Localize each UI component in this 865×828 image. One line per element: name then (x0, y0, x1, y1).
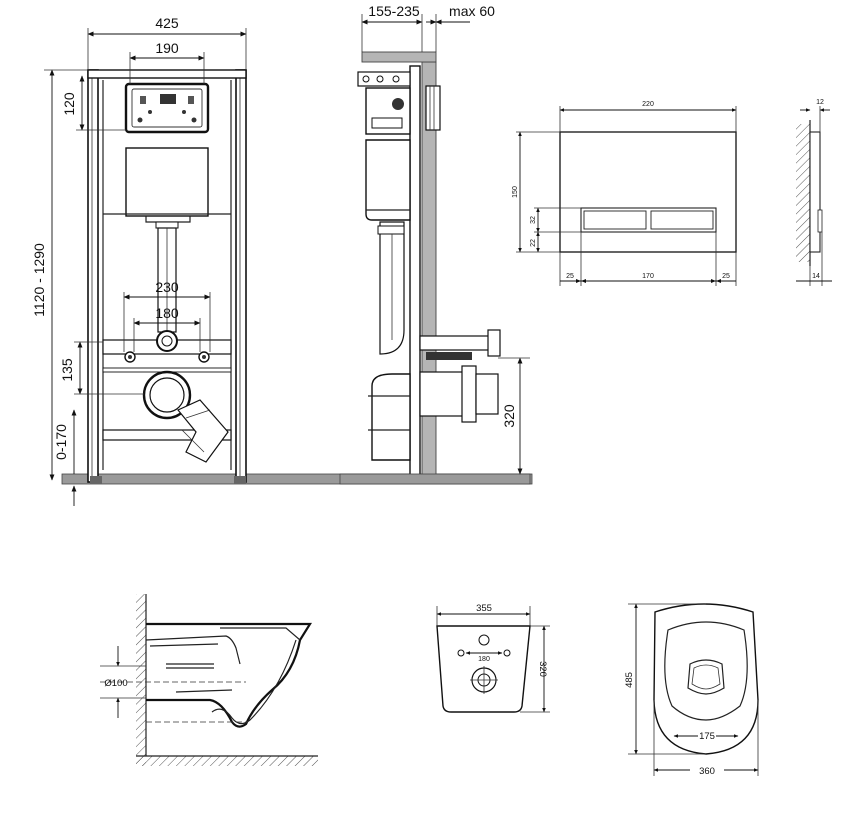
dim-bowl-width-back: 355 (476, 603, 492, 614)
front-view-frame (61, 69, 533, 485)
dim-button-height: 120 (61, 92, 77, 116)
dim-right-margin: 25 (722, 273, 730, 280)
dim-plate-width: 220 (642, 101, 654, 108)
cistern-tank (125, 147, 209, 217)
dim-left-margin: 25 (566, 273, 574, 280)
bowl-side-view: Ø100 (100, 594, 318, 766)
flush-plate (559, 131, 737, 253)
flush-plate-front (559, 131, 737, 253)
dim-bolt-height: 135 (59, 358, 75, 382)
floor-line (61, 473, 533, 485)
dim-max-wall: max 60 (449, 3, 495, 19)
bowl-back-view: 180 355 320 (436, 603, 550, 713)
dim-button-height-plate: 32 (530, 216, 537, 224)
dim-pipe-diameter: Ø100 (104, 678, 127, 689)
dim-plate-thickness: 12 (816, 99, 824, 106)
dim-bolt-outer: 230 (155, 279, 179, 295)
frame-right-post (235, 69, 247, 483)
dim-bowl-length: 485 (624, 672, 635, 688)
dim-bowl-height-back: 320 (537, 661, 548, 677)
dim-button-width-plate: 170 (642, 273, 654, 280)
dim-bottom-offset: 22 (530, 239, 537, 247)
dim-plate-height: 150 (512, 186, 519, 198)
dim-bolt-inner: 180 (155, 305, 179, 321)
flush-plate-side: 12 14 (796, 99, 832, 286)
dim-bowl-width-top: 360 (699, 766, 715, 777)
frame-left-post (87, 69, 99, 483)
dim-leg-adjust: 0-170 (53, 424, 69, 460)
bowl-top-view: 175 485 360 (624, 603, 759, 777)
dim-total-height: 1120 - 1290 (31, 243, 47, 317)
side-view-dimensions: 155-235 max 60 320 (361, 3, 530, 475)
dim-frame-width: 425 (155, 15, 179, 31)
dim-outlet-height: 320 (501, 404, 517, 428)
dim-inner-width: 175 (699, 731, 715, 742)
dim-depth-range: 155-235 (368, 3, 420, 19)
side-view-frame (339, 51, 531, 485)
flush-opening (124, 82, 210, 134)
flush-plate-dimensions: 220 150 32 22 25 170 25 (512, 101, 737, 286)
dim-button-width: 190 (155, 40, 179, 56)
front-view-dimensions: 425 190 120 1120 - 1290 230 180 135 0-17… (31, 15, 247, 506)
dim-plate-depth: 14 (812, 273, 820, 280)
dim-bolt-spacing: 180 (478, 656, 490, 663)
